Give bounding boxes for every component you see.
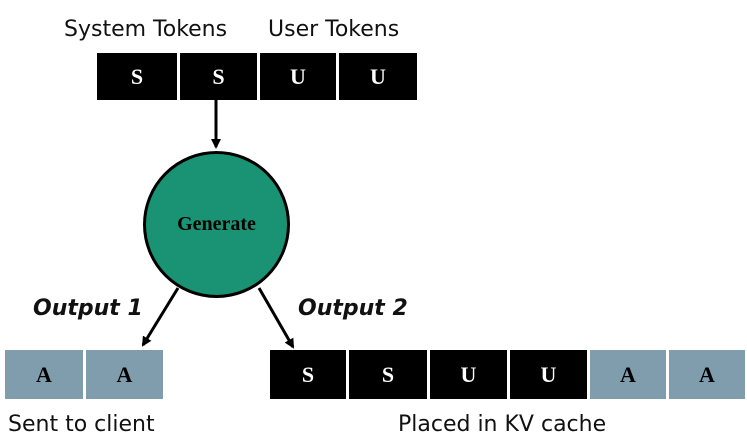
- cache-token-6: A: [669, 350, 745, 399]
- generate-node: Generate: [143, 151, 290, 298]
- input-token-1: S: [97, 53, 177, 100]
- cache-token-5: A: [590, 350, 666, 399]
- cache-token-4: U: [510, 350, 587, 399]
- output1-label: Output 1: [33, 296, 143, 321]
- client-token-1: A: [5, 350, 83, 399]
- input-token-4: U: [339, 53, 417, 100]
- cache-token-1: S: [270, 350, 346, 399]
- kv-cache-label: Placed in KV cache: [398, 412, 607, 437]
- sent-to-client-label: Sent to client: [8, 412, 155, 437]
- input-token-2: S: [180, 53, 257, 100]
- user-tokens-label: User Tokens: [268, 17, 400, 42]
- cache-token-3: U: [430, 350, 507, 399]
- cache-token-2: S: [349, 350, 427, 399]
- input-token-3: U: [260, 53, 336, 100]
- output1-arrow: [141, 287, 180, 347]
- output2-arrow: [257, 287, 295, 349]
- generate-label: Generate: [177, 213, 256, 235]
- output2-label: Output 2: [298, 296, 408, 321]
- system-tokens-label: System Tokens: [64, 17, 228, 42]
- client-token-2: A: [86, 350, 163, 399]
